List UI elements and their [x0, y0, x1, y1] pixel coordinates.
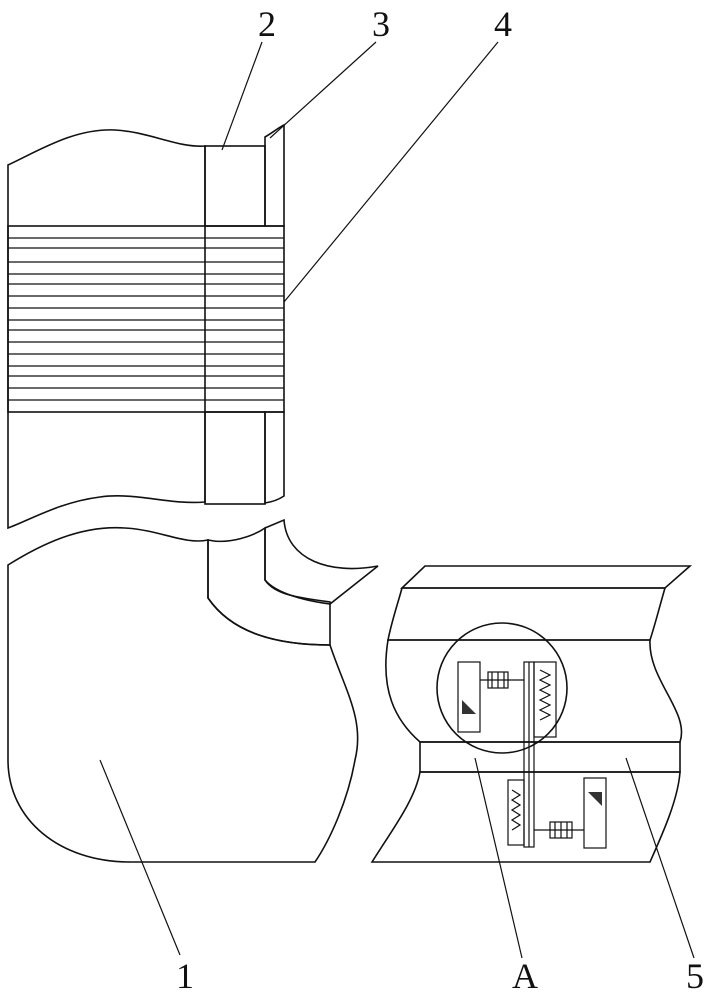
callout-label-a: A — [512, 956, 538, 996]
leader-3 — [269, 41, 377, 139]
callout-label-4: 4 — [494, 4, 512, 44]
pebble-layer-middle — [264, 411, 285, 504]
right-pebble-layer — [400, 565, 693, 589]
hex-layer-middle — [204, 411, 266, 505]
upper-wall-section — [7, 123, 285, 530]
lower-right-section — [370, 565, 693, 863]
lower-soil-body — [7, 526, 359, 863]
striped-band — [7, 225, 285, 413]
right-lower-soil — [370, 771, 681, 863]
hex-layer-lower — [207, 526, 331, 646]
filter-strip-5 — [419, 741, 681, 773]
hex-layer-upper — [204, 145, 266, 227]
upper-soil-body — [7, 129, 206, 530]
callout-label-5: 5 — [686, 956, 704, 996]
leader-5 — [625, 757, 695, 959]
serrated-plate-lower — [507, 779, 525, 846]
lower-left-section — [7, 518, 379, 863]
pebble-layer-upper — [264, 123, 285, 227]
leader-1 — [99, 759, 181, 956]
leader-2 — [221, 41, 263, 151]
right-hex-layer — [387, 587, 667, 641]
callout-label-1: 1 — [176, 956, 194, 996]
leader-4 — [283, 41, 499, 303]
leader-lines — [99, 41, 695, 959]
detail-circle-a — [436, 622, 568, 754]
mechanism-assembly — [457, 661, 607, 849]
callout-label-3: 3 — [372, 4, 390, 44]
leader-a — [474, 757, 523, 959]
left-block-upper — [457, 661, 481, 733]
right-block-lower — [583, 777, 607, 849]
callout-label-2: 2 — [258, 4, 276, 44]
serrated-plate-upper — [533, 661, 557, 738]
pebble-layer-lower — [264, 518, 379, 605]
